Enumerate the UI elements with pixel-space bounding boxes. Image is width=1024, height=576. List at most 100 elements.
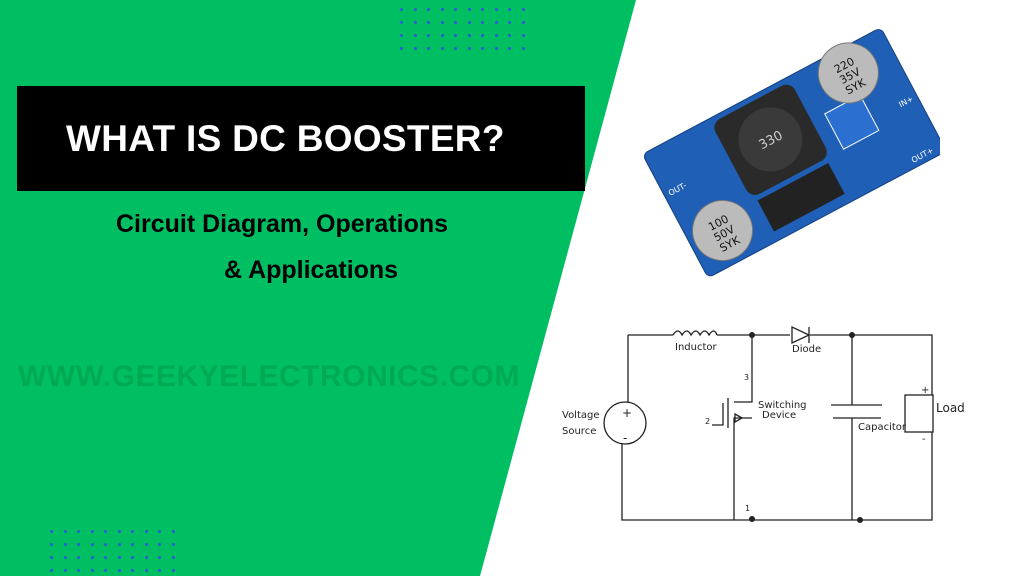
subtitle-line-1: Circuit Diagram, Operations (116, 210, 449, 238)
dot (144, 530, 148, 533)
decorative-dots-top (400, 8, 535, 50)
dot (400, 34, 403, 37)
load-plus: + (921, 385, 929, 396)
dot (50, 556, 53, 559)
label-voltage: Voltage (562, 410, 600, 421)
dot (171, 556, 175, 559)
dot (400, 8, 403, 11)
dot (440, 34, 444, 37)
dot (104, 556, 107, 559)
dot (117, 530, 121, 533)
dot (467, 21, 471, 24)
label-pin-2: 2 (705, 417, 710, 426)
dot (171, 569, 175, 572)
dot (413, 21, 417, 24)
dot (171, 543, 175, 546)
label-pin-1: 1 (745, 504, 750, 513)
dot (494, 47, 498, 50)
dot (131, 569, 134, 572)
dot (63, 556, 67, 559)
dot (521, 8, 525, 11)
label-source: Source (562, 426, 596, 437)
source-minus: - (623, 431, 627, 445)
dot (454, 21, 457, 24)
dot (427, 34, 430, 37)
dot (427, 47, 430, 50)
label-device: Device (762, 410, 796, 421)
dot (494, 21, 498, 24)
dot (77, 569, 80, 572)
dot (90, 543, 94, 546)
dot (427, 8, 430, 11)
dot (117, 543, 121, 546)
dot (50, 530, 53, 533)
dot (144, 543, 148, 546)
boost-converter-circuit-diagram: Inductor Diode Switching Device Capacito… (562, 325, 965, 523)
dot (77, 543, 80, 546)
dot (413, 47, 417, 50)
label-load: Load (936, 401, 965, 415)
dot (440, 8, 444, 11)
dot (104, 543, 107, 546)
dot (131, 530, 134, 533)
subtitle-line-2: & Applications (224, 256, 399, 284)
dot (467, 8, 471, 11)
dot (440, 21, 444, 24)
dot (90, 569, 94, 572)
dot (144, 569, 148, 572)
dot (413, 8, 417, 11)
dot (481, 47, 484, 50)
dot (427, 21, 430, 24)
dot (158, 543, 161, 546)
dot (521, 34, 525, 37)
dot (77, 556, 80, 559)
dc-booster-module-photo: 330 220 35V SYK 100 50V SYK IN+ OUT+ OUT… (643, 29, 940, 277)
label-capacitor: Capacitor (858, 422, 907, 433)
dot (508, 34, 511, 37)
dot (521, 47, 525, 50)
dot (481, 8, 484, 11)
dot (144, 556, 148, 559)
load-minus: - (922, 434, 926, 445)
dot (400, 47, 403, 50)
dot (63, 543, 67, 546)
dot (454, 8, 457, 11)
dot (454, 47, 457, 50)
dot (494, 34, 498, 37)
website-watermark: WWW.GEEKYELECTRONICS.COM (18, 360, 520, 393)
dot (104, 569, 107, 572)
dot (454, 34, 457, 37)
dot (440, 47, 444, 50)
dot (171, 530, 175, 533)
label-switching: Switching (758, 400, 807, 411)
label-diode: Diode (792, 344, 821, 355)
label-inductor: Inductor (675, 342, 718, 353)
dot (158, 569, 161, 572)
dot (90, 530, 94, 533)
dot (413, 34, 417, 37)
dot (467, 34, 471, 37)
decorative-dots-bottom (50, 530, 185, 572)
dot (77, 530, 80, 533)
dot (508, 8, 511, 11)
dot (508, 21, 511, 24)
dot (400, 21, 403, 24)
dot (467, 47, 471, 50)
dot (117, 569, 121, 572)
dot (63, 569, 67, 572)
dot (494, 8, 498, 11)
dot (508, 47, 511, 50)
label-pin-3: 3 (744, 373, 749, 382)
dot (481, 21, 484, 24)
dot (158, 530, 161, 533)
dot (521, 21, 525, 24)
dot (90, 556, 94, 559)
dot (131, 556, 134, 559)
dot (50, 569, 53, 572)
page-title: WHAT IS DC BOOSTER? (66, 118, 505, 159)
title-banner (17, 86, 585, 191)
dot (104, 530, 107, 533)
source-plus: + (622, 406, 632, 420)
dot (481, 34, 484, 37)
dot (117, 556, 121, 559)
